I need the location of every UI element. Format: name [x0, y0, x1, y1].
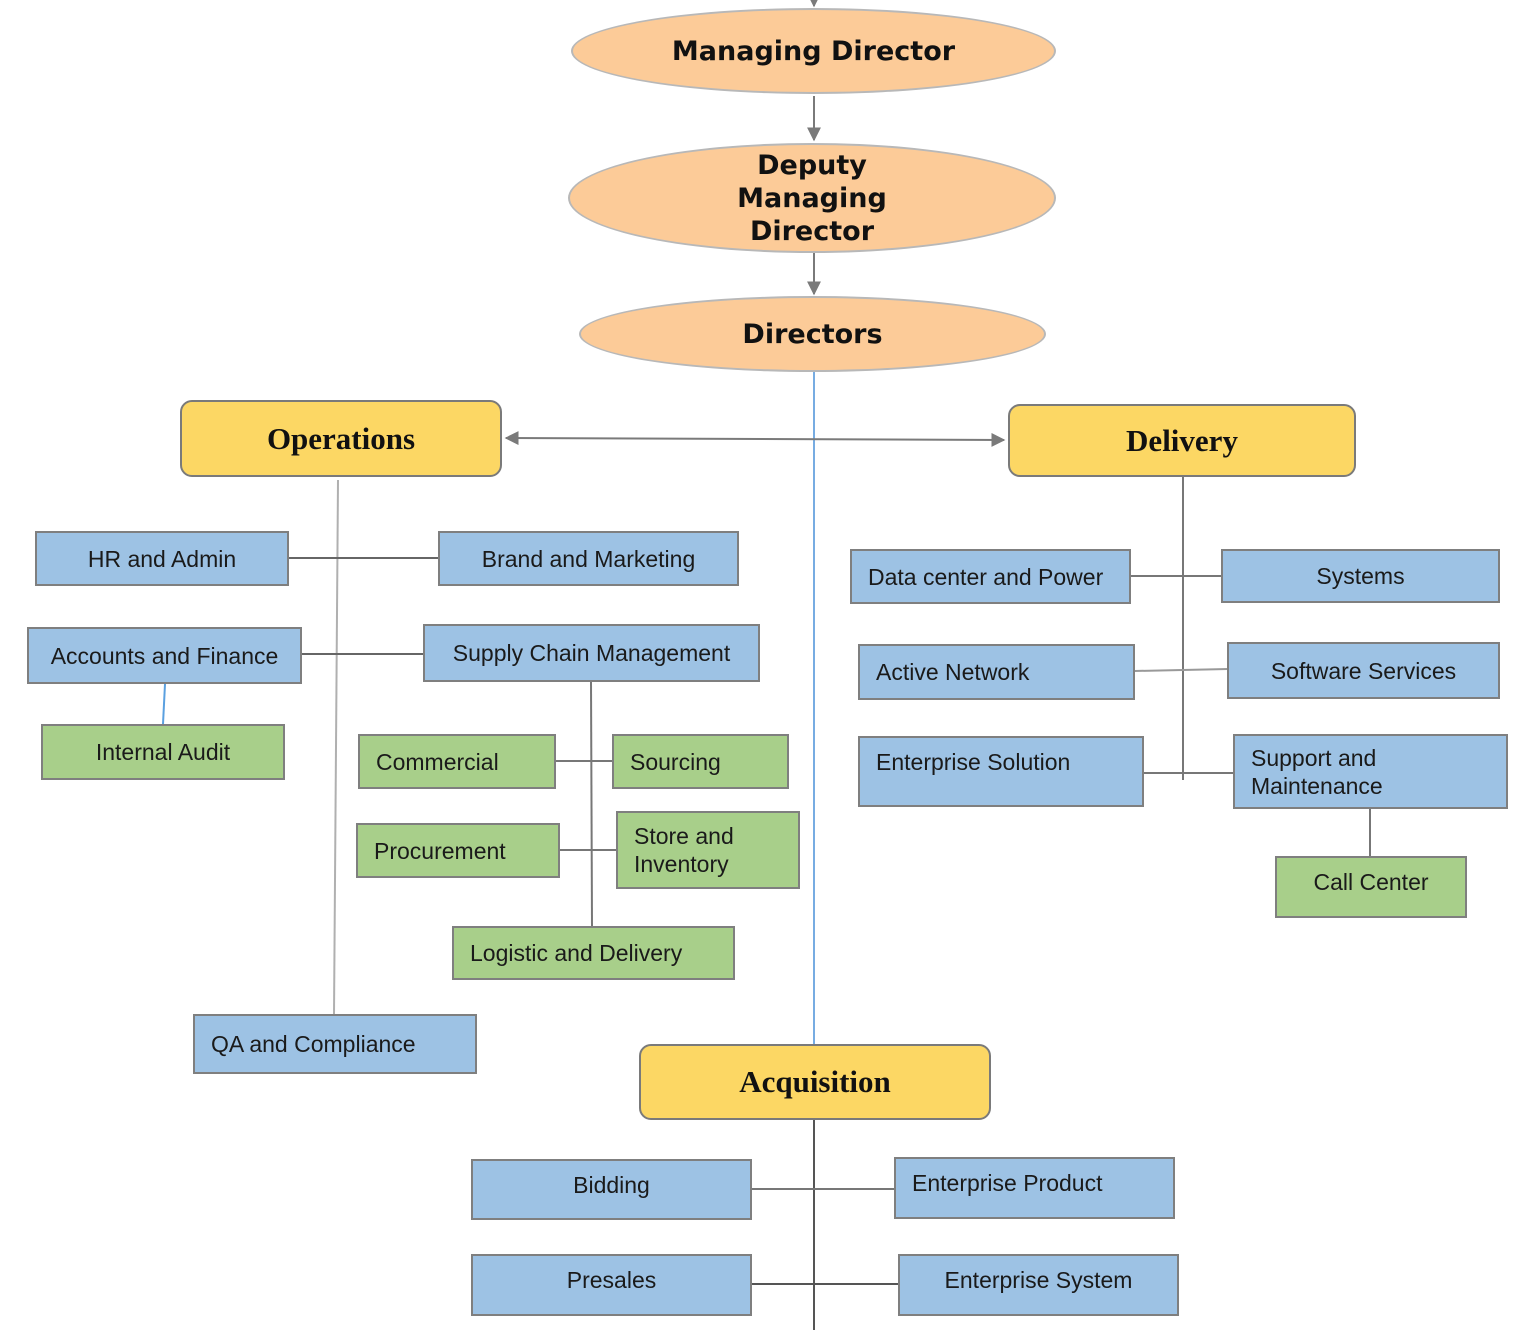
node-software-services: Software Services: [1227, 642, 1500, 699]
node-acquisition: Acquisition: [639, 1044, 991, 1120]
node-qa-compliance: QA and Compliance: [193, 1014, 477, 1074]
node-systems: Systems: [1221, 549, 1500, 603]
node-managing-director: Managing Director: [571, 8, 1056, 94]
supply-chain-spine: [590, 681, 593, 927]
node-store-inventory: Store and Inventory: [616, 811, 800, 889]
node-active-network: Active Network: [858, 644, 1135, 700]
node-accounts-finance: Accounts and Finance: [27, 627, 302, 684]
operations-spine: [333, 479, 339, 1015]
arrow-operations-delivery: [504, 431, 1006, 447]
node-supply-chain: Supply Chain Management: [423, 624, 760, 682]
node-internal-audit: Internal Audit: [41, 724, 285, 780]
node-data-center-power: Data center and Power: [850, 549, 1131, 604]
node-deputy-managing-director: Deputy Managing Director: [568, 143, 1056, 253]
node-enterprise-system: Enterprise System: [898, 1254, 1179, 1316]
node-logistic-delivery: Logistic and Delivery: [452, 926, 735, 980]
node-enterprise-solution: Enterprise Solution: [858, 736, 1144, 807]
node-call-center: Call Center: [1275, 856, 1467, 918]
node-delivery: Delivery: [1008, 404, 1356, 477]
node-hr-admin: HR and Admin: [35, 531, 289, 586]
node-enterprise-product: Enterprise Product: [894, 1157, 1175, 1219]
line-accounts-audit: [162, 683, 166, 725]
node-sourcing: Sourcing: [612, 734, 789, 789]
node-presales: Presales: [471, 1254, 752, 1316]
node-directors: Directors: [579, 296, 1046, 372]
node-support-maintenance: Support and Maintenance: [1233, 734, 1508, 809]
node-bidding: Bidding: [471, 1159, 752, 1220]
node-commercial: Commercial: [358, 734, 556, 789]
node-operations: Operations: [180, 400, 502, 477]
node-brand-marketing: Brand and Marketing: [438, 531, 739, 586]
node-procurement: Procurement: [356, 823, 560, 878]
line-active-software: [1134, 668, 1229, 672]
